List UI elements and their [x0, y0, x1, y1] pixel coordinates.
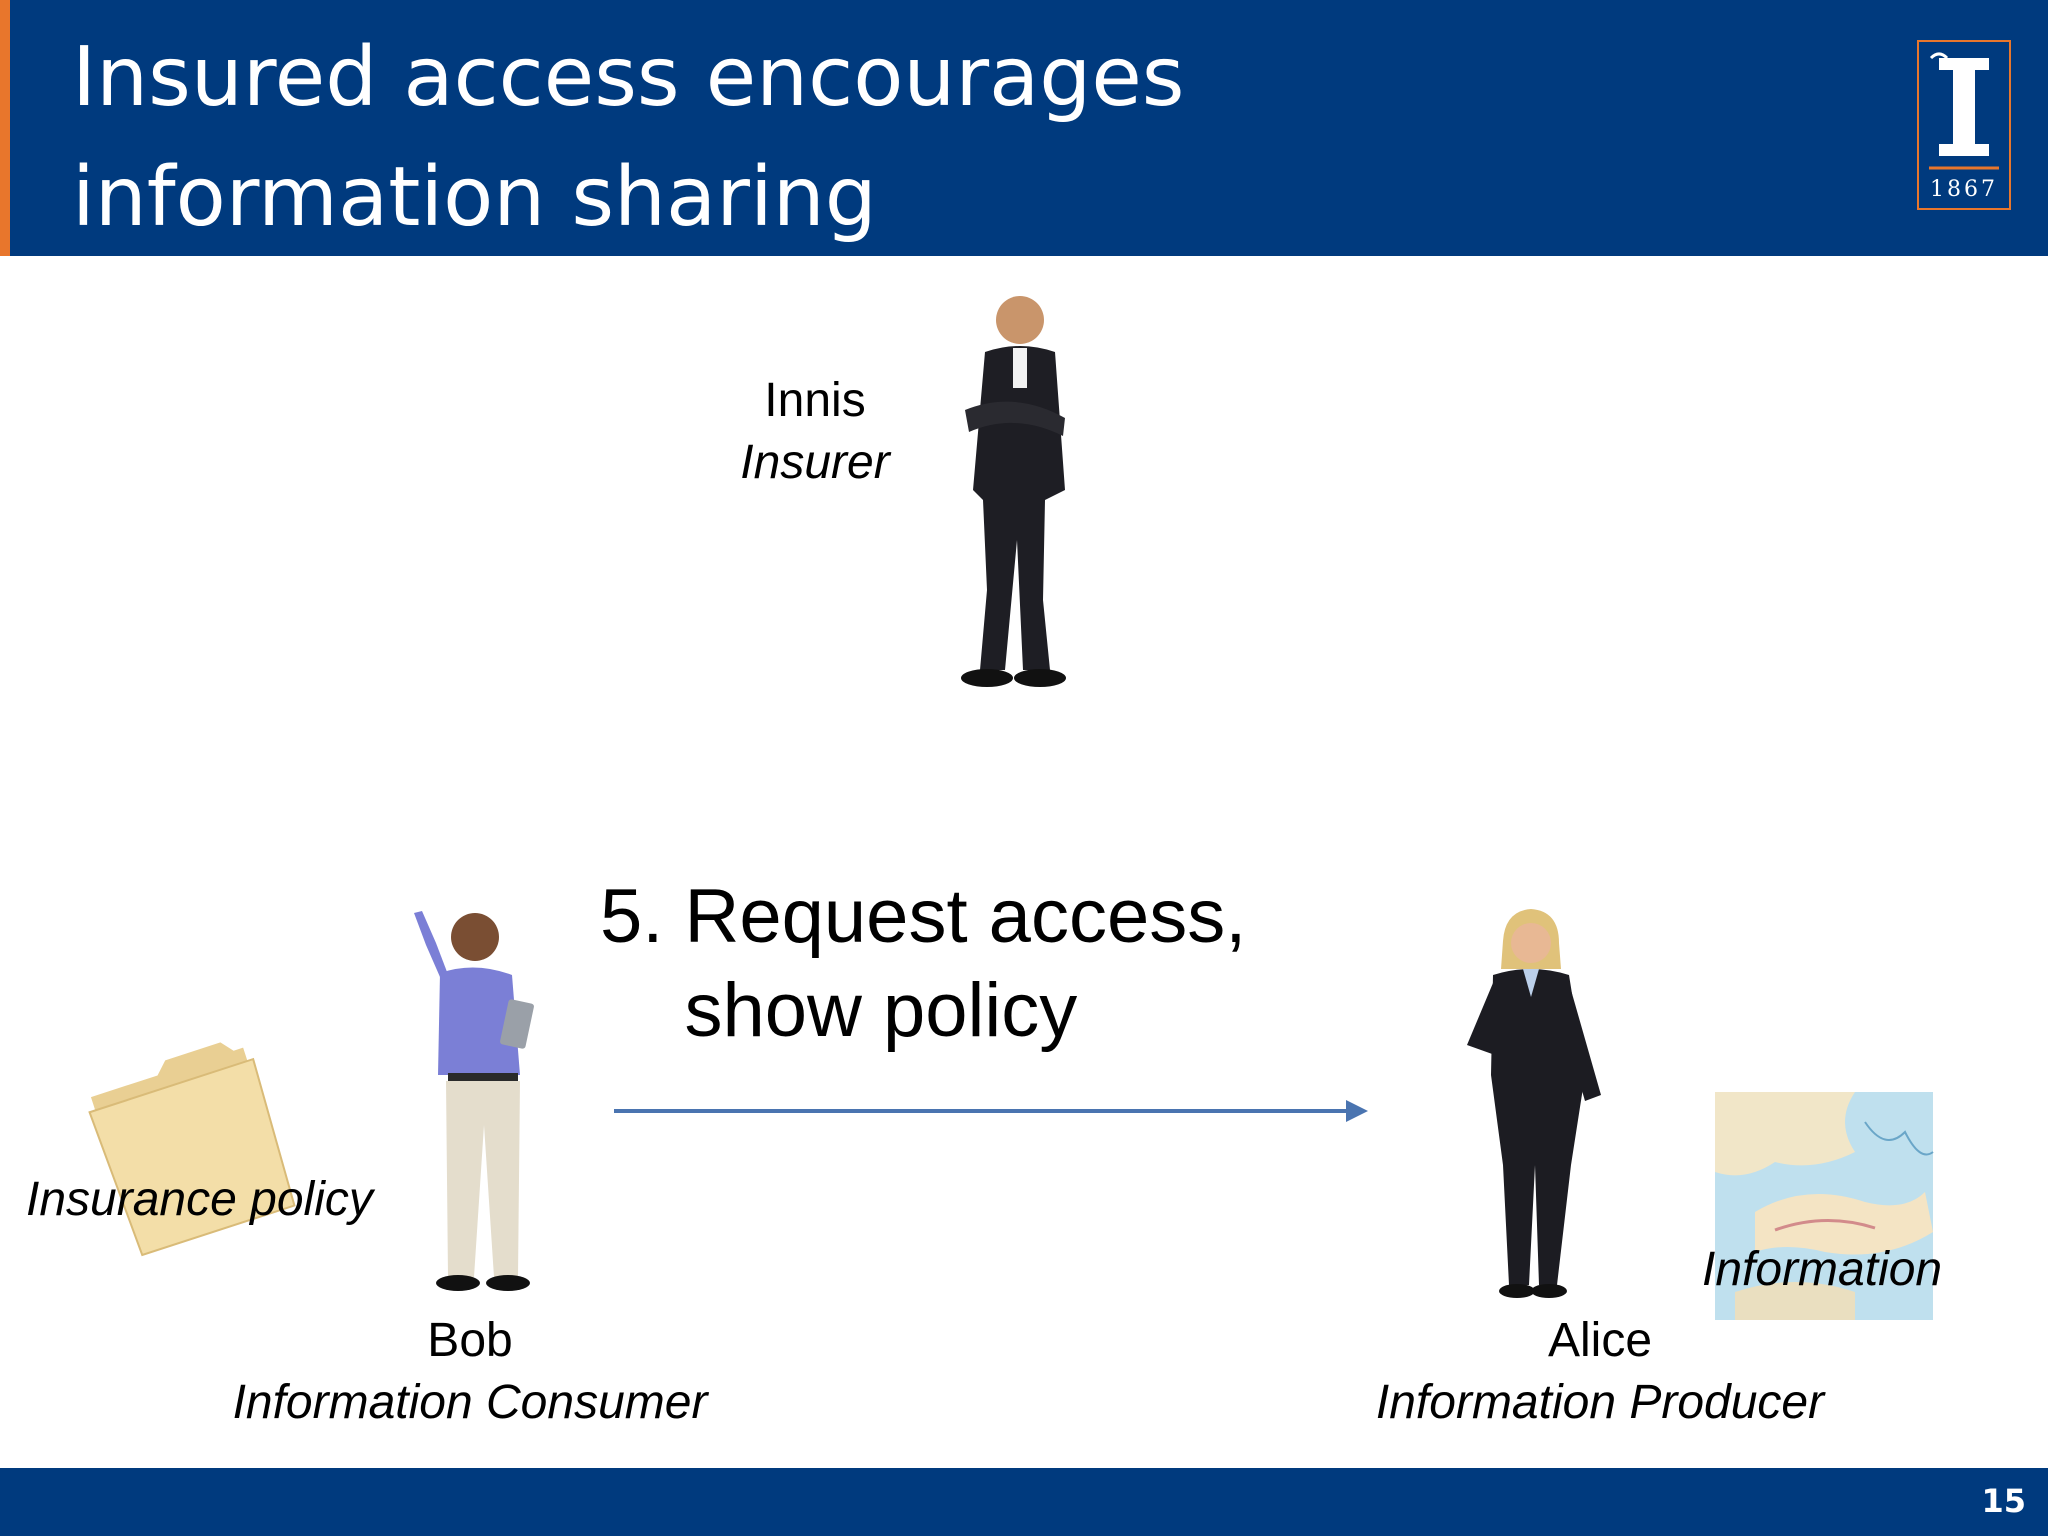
folder-icon — [88, 1042, 296, 1257]
consumer-role: Information Consumer — [232, 1376, 708, 1429]
information-label: Information — [1702, 1243, 1943, 1296]
producer-name: Alice — [1547, 1314, 1653, 1367]
consumer-figure — [414, 911, 534, 1291]
consumer-label: Bob Information Consumer — [200, 1310, 740, 1434]
insurer-label: Innis Insurer — [720, 370, 910, 494]
step-description: 5. Request access, show policy — [600, 874, 1247, 1053]
slide-header: Insured access encourages information sh… — [0, 0, 2048, 256]
insurer-figure — [961, 296, 1066, 687]
university-logo: 1867 — [1917, 40, 2011, 210]
consumer-name: Bob — [427, 1314, 513, 1367]
request-arrow — [614, 1100, 1368, 1122]
producer-figure — [1467, 909, 1601, 1298]
insurance-policy-label: Insurance policy — [26, 1173, 373, 1226]
slide-footer: 15 — [0, 1468, 2048, 1536]
producer-label: Alice Information Producer — [1330, 1310, 1870, 1434]
header-accent-bar — [0, 0, 10, 256]
producer-role: Information Producer — [1375, 1376, 1825, 1429]
information-map-icon — [1715, 1092, 1934, 1320]
slide-title: Insured access encourages information sh… — [72, 30, 1185, 245]
insurer-role: Insurer — [740, 436, 890, 489]
page-number: 15 — [1981, 1482, 2026, 1520]
logo-year: 1867 — [1930, 177, 1998, 202]
insurer-name: Innis — [764, 374, 866, 427]
